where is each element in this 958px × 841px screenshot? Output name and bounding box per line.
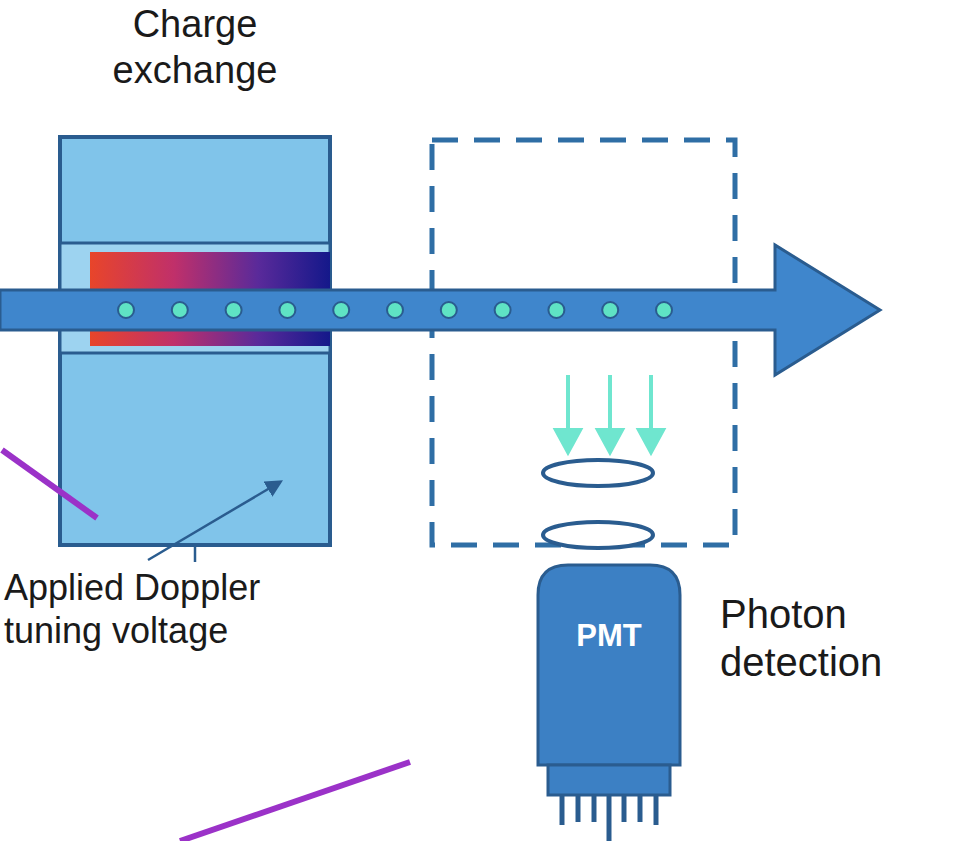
pmt-body: [538, 565, 680, 765]
atom-dot: [387, 302, 403, 318]
node-title: PMT: [538, 617, 680, 654]
purple-line: [2, 450, 97, 518]
atom-dot: [656, 302, 672, 318]
atom-dot: [226, 302, 242, 318]
atom-dot: [279, 302, 295, 318]
node-title: Charge exchange: [60, 2, 330, 93]
cell-body: [60, 137, 330, 545]
atom-dot: [495, 302, 511, 318]
detection-label: Photon detection: [720, 590, 950, 686]
atom-dots: [118, 302, 672, 318]
photon-arrows: [556, 375, 663, 452]
beam-arrow: [0, 245, 880, 375]
atom-dot: [172, 302, 188, 318]
pmt-pins: [562, 795, 656, 841]
pmt-detector: PMT: [538, 565, 680, 765]
atom-dot: [548, 302, 564, 318]
atom-dot: [118, 302, 134, 318]
atom-dot: [602, 302, 618, 318]
detection-region: [432, 140, 735, 545]
pmt-base: [548, 765, 670, 795]
voltage-label: Applied Doppler tuning voltage: [4, 566, 304, 652]
purple-line: [180, 762, 410, 841]
atom-dot: [333, 302, 349, 318]
leader-line: [194, 547, 197, 562]
tuning-arrow: [148, 482, 280, 560]
charge-exchange-cell: Charge exchange: [60, 137, 330, 545]
atom-dot: [441, 302, 457, 318]
lens: [543, 522, 653, 548]
lens: [543, 460, 653, 486]
